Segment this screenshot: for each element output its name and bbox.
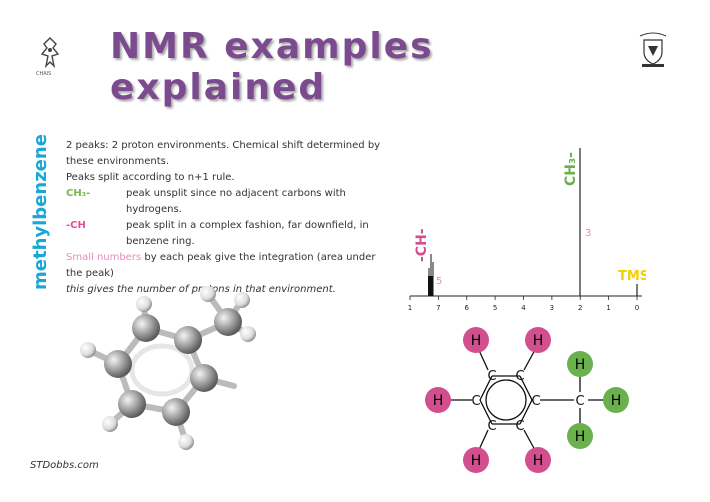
h-atom-methyl-right bbox=[603, 387, 629, 413]
h-atom-top-right bbox=[525, 327, 551, 353]
spectrum-tick-label: 1 bbox=[606, 304, 610, 312]
spectrum-tick-label: 3 bbox=[550, 304, 554, 312]
structural-formula: H H H H H H H H C C C C C C C bbox=[425, 327, 629, 473]
h-label: H bbox=[575, 357, 586, 373]
ch3-description: peak unsplit since no adjacent carbons w… bbox=[126, 188, 346, 215]
h-label: H bbox=[533, 453, 544, 469]
c-label: C bbox=[531, 394, 540, 409]
h-label: H bbox=[433, 393, 444, 409]
ch-peak-label: -CH- bbox=[414, 228, 430, 262]
ball-and-stick-model bbox=[80, 286, 256, 450]
integration-text: by each peak give the integration (area … bbox=[66, 252, 376, 279]
ch-explanation-row: -CH peak split in a complex fashion, far … bbox=[66, 218, 392, 250]
crest-caption: CHAIS bbox=[36, 71, 52, 77]
h-atom-bottom-right bbox=[525, 447, 551, 473]
c-label: C bbox=[471, 394, 480, 409]
h-atom-left bbox=[425, 387, 451, 413]
h-label: H bbox=[471, 453, 482, 469]
integration-line: Small numbers by each peak give the inte… bbox=[66, 250, 392, 282]
compound-name-vertical: methylbenzene bbox=[30, 134, 52, 290]
h-label: H bbox=[575, 429, 586, 445]
spectrum-tick-label: 0 bbox=[635, 304, 639, 312]
h-label: H bbox=[611, 393, 622, 409]
school-crest-left-icon bbox=[38, 36, 62, 70]
explanation-text: 2 peaks: 2 proton environments. Chemical… bbox=[66, 138, 392, 298]
h-label: H bbox=[533, 333, 544, 349]
spectrum-tick-label: 2 bbox=[578, 304, 582, 312]
h-atom-methyl-bottom bbox=[567, 423, 593, 449]
spectrum-tick-labels: 1 7 6 5 4 3 2 1 0 bbox=[408, 304, 639, 312]
h-atom-top-left bbox=[463, 327, 489, 353]
ch3-integration: 3 bbox=[585, 228, 591, 239]
h-atom-bottom-left bbox=[463, 447, 489, 473]
tms-label: TMS bbox=[618, 269, 646, 284]
h-atom-methyl-top bbox=[567, 351, 593, 377]
spectrum-tick-label: 7 bbox=[436, 304, 440, 312]
peaks-line: 2 peaks: 2 proton environments. Chemical… bbox=[66, 140, 381, 167]
spectrum-ticks bbox=[409, 296, 638, 300]
ch-key: -CH bbox=[66, 220, 86, 231]
ch-description: peak split in a complex fashion, far dow… bbox=[126, 220, 369, 247]
spectrum-tick-label: 4 bbox=[521, 304, 526, 312]
ch3-peak-label: CH₃- bbox=[563, 152, 579, 186]
spectrum-tick-label: 6 bbox=[465, 304, 470, 312]
spectrum-tick-label: 1 bbox=[408, 304, 412, 312]
c-label: C bbox=[515, 419, 524, 434]
ch-integration: 5 bbox=[436, 276, 442, 287]
ch3-explanation-row: CH₃- peak unsplit since no adjacent carbo… bbox=[66, 186, 392, 218]
peak-ch-multiplet bbox=[428, 254, 434, 296]
nmr-spectrum: 1 7 6 5 4 3 2 1 0 CH₃- -CH- TMS 3 5 bbox=[408, 148, 646, 312]
splitting-rule-line: Peaks split according to n+1 rule. bbox=[66, 172, 235, 183]
brand-footer: STDobbs.com bbox=[30, 460, 99, 471]
school-crest-right-icon bbox=[636, 30, 670, 68]
protons-line: this gives the number of protons in that… bbox=[66, 284, 336, 295]
c-label: C bbox=[575, 394, 584, 409]
c-label: C bbox=[487, 369, 496, 384]
spectrum-tick-label: 5 bbox=[493, 304, 497, 312]
c-label: C bbox=[487, 419, 496, 434]
page-title: NMR examples explained bbox=[110, 26, 434, 108]
ch3-key: CH₃- bbox=[66, 188, 91, 199]
h-label: H bbox=[471, 333, 482, 349]
compound-name: methylbenzene bbox=[30, 134, 51, 290]
c-label: C bbox=[515, 369, 524, 384]
small-numbers-highlight: Small numbers bbox=[66, 252, 142, 263]
